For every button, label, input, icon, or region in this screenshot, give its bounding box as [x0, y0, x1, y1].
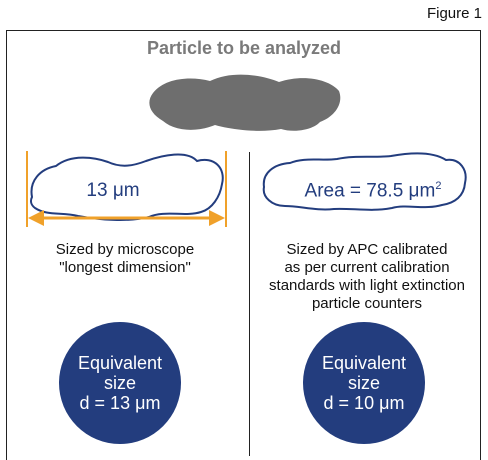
circle-line: Equivalent [321, 353, 407, 373]
figure-label: Figure 1 [426, 5, 482, 22]
left-particle-outline [30, 153, 224, 221]
circle-line: size [103, 373, 136, 393]
circle-line: d = 10 μm [323, 393, 405, 413]
figure-frame [6, 30, 481, 460]
right-caption-line: particle counters [311, 295, 423, 312]
left-caption-line: "longest dimension" [59, 259, 191, 276]
right-measurement-label: Area = 78.5 μm2 [278, 180, 468, 202]
center-divider [249, 152, 250, 456]
right-caption-line: Sized by APC calibrated [286, 241, 448, 258]
left-caption-line: Sized by microscope [55, 241, 195, 258]
area-value: Area = 78.5 μm [304, 180, 436, 202]
left-caption: Sized by microscope "longest dimension" [20, 241, 230, 277]
diagram-title: Particle to be analyzed [146, 38, 342, 58]
area-superscript: 2 [435, 180, 442, 192]
circle-line: size [347, 373, 380, 393]
right-caption-line: standards with light extinction [269, 277, 465, 294]
right-arrowhead [209, 210, 225, 226]
right-caption: Sized by APC calibrated as per current c… [262, 241, 472, 313]
circle-line: Equivalent [77, 353, 163, 373]
right-caption-line: as per current calibration [284, 259, 450, 276]
particle-shape [149, 74, 341, 131]
right-equivalent-size-circle: Equivalent size d = 10 μm [303, 322, 425, 444]
left-arrowhead [28, 210, 44, 226]
left-measurement-label: 13 μm [86, 180, 140, 201]
circle-line: d = 13 μm [79, 393, 161, 413]
right-particle-outline [262, 152, 467, 211]
left-equivalent-size-circle: Equivalent size d = 13 μm [59, 322, 181, 444]
